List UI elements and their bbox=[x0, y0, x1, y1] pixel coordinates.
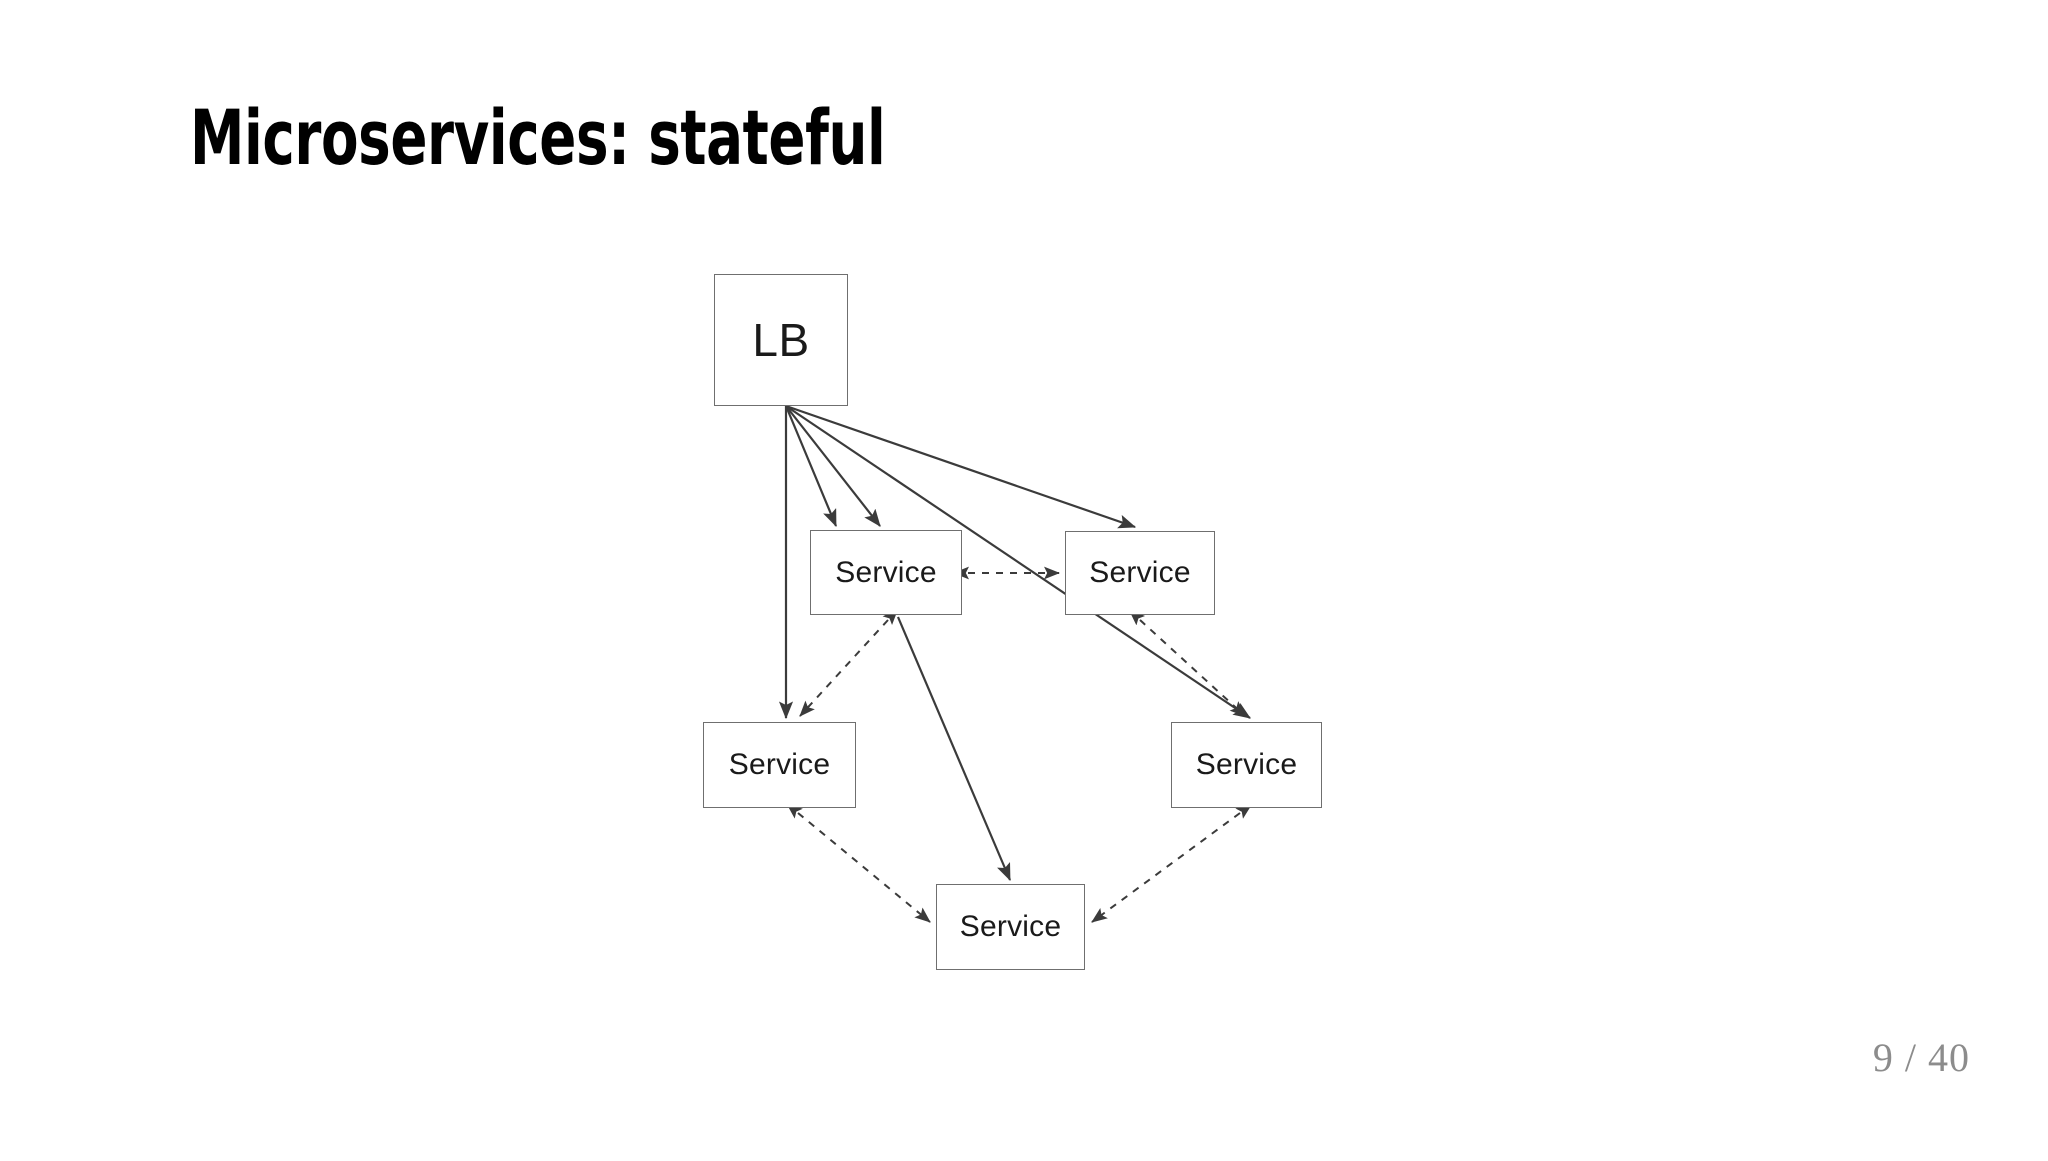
node-label: Service bbox=[1195, 748, 1298, 781]
node-label: Service bbox=[959, 910, 1062, 943]
node-service-lower-left: Service bbox=[703, 722, 856, 808]
edge-lb-to-svc-low-r bbox=[785, 405, 1251, 719]
node-label: Service bbox=[1089, 556, 1191, 589]
page-title: Microservices: stateful bbox=[190, 93, 886, 182]
edge-lb-to-svc-mid-r bbox=[785, 404, 1137, 529]
edge-lb-to-svc-mid-l-a bbox=[784, 405, 838, 528]
node-label: LB bbox=[752, 314, 810, 366]
edge-svc-low-r-svc-bot-c bbox=[1091, 804, 1253, 923]
node-service-bottom-center: Service bbox=[936, 884, 1085, 970]
edge-svc-low-l-svc-bot-c bbox=[786, 803, 931, 923]
page-indicator: 9 / 40 bbox=[1872, 1035, 1970, 1080]
edge-svc-mid-l-to-svc-bot-c bbox=[896, 616, 1012, 882]
node-service-mid-left: Service bbox=[810, 530, 962, 615]
node-service-lower-right: Service bbox=[1171, 722, 1322, 808]
node-label: Service bbox=[728, 748, 831, 781]
node-label: Service bbox=[835, 555, 937, 589]
edge-svc-mid-r-svc-low-r bbox=[1128, 609, 1246, 717]
edge-lb-to-svc-mid-l-b bbox=[785, 405, 881, 527]
node-load-balancer: LB bbox=[714, 274, 848, 406]
node-service-mid-right: Service bbox=[1065, 531, 1215, 615]
edge-svc-mid-l-svc-low-l bbox=[799, 608, 899, 717]
